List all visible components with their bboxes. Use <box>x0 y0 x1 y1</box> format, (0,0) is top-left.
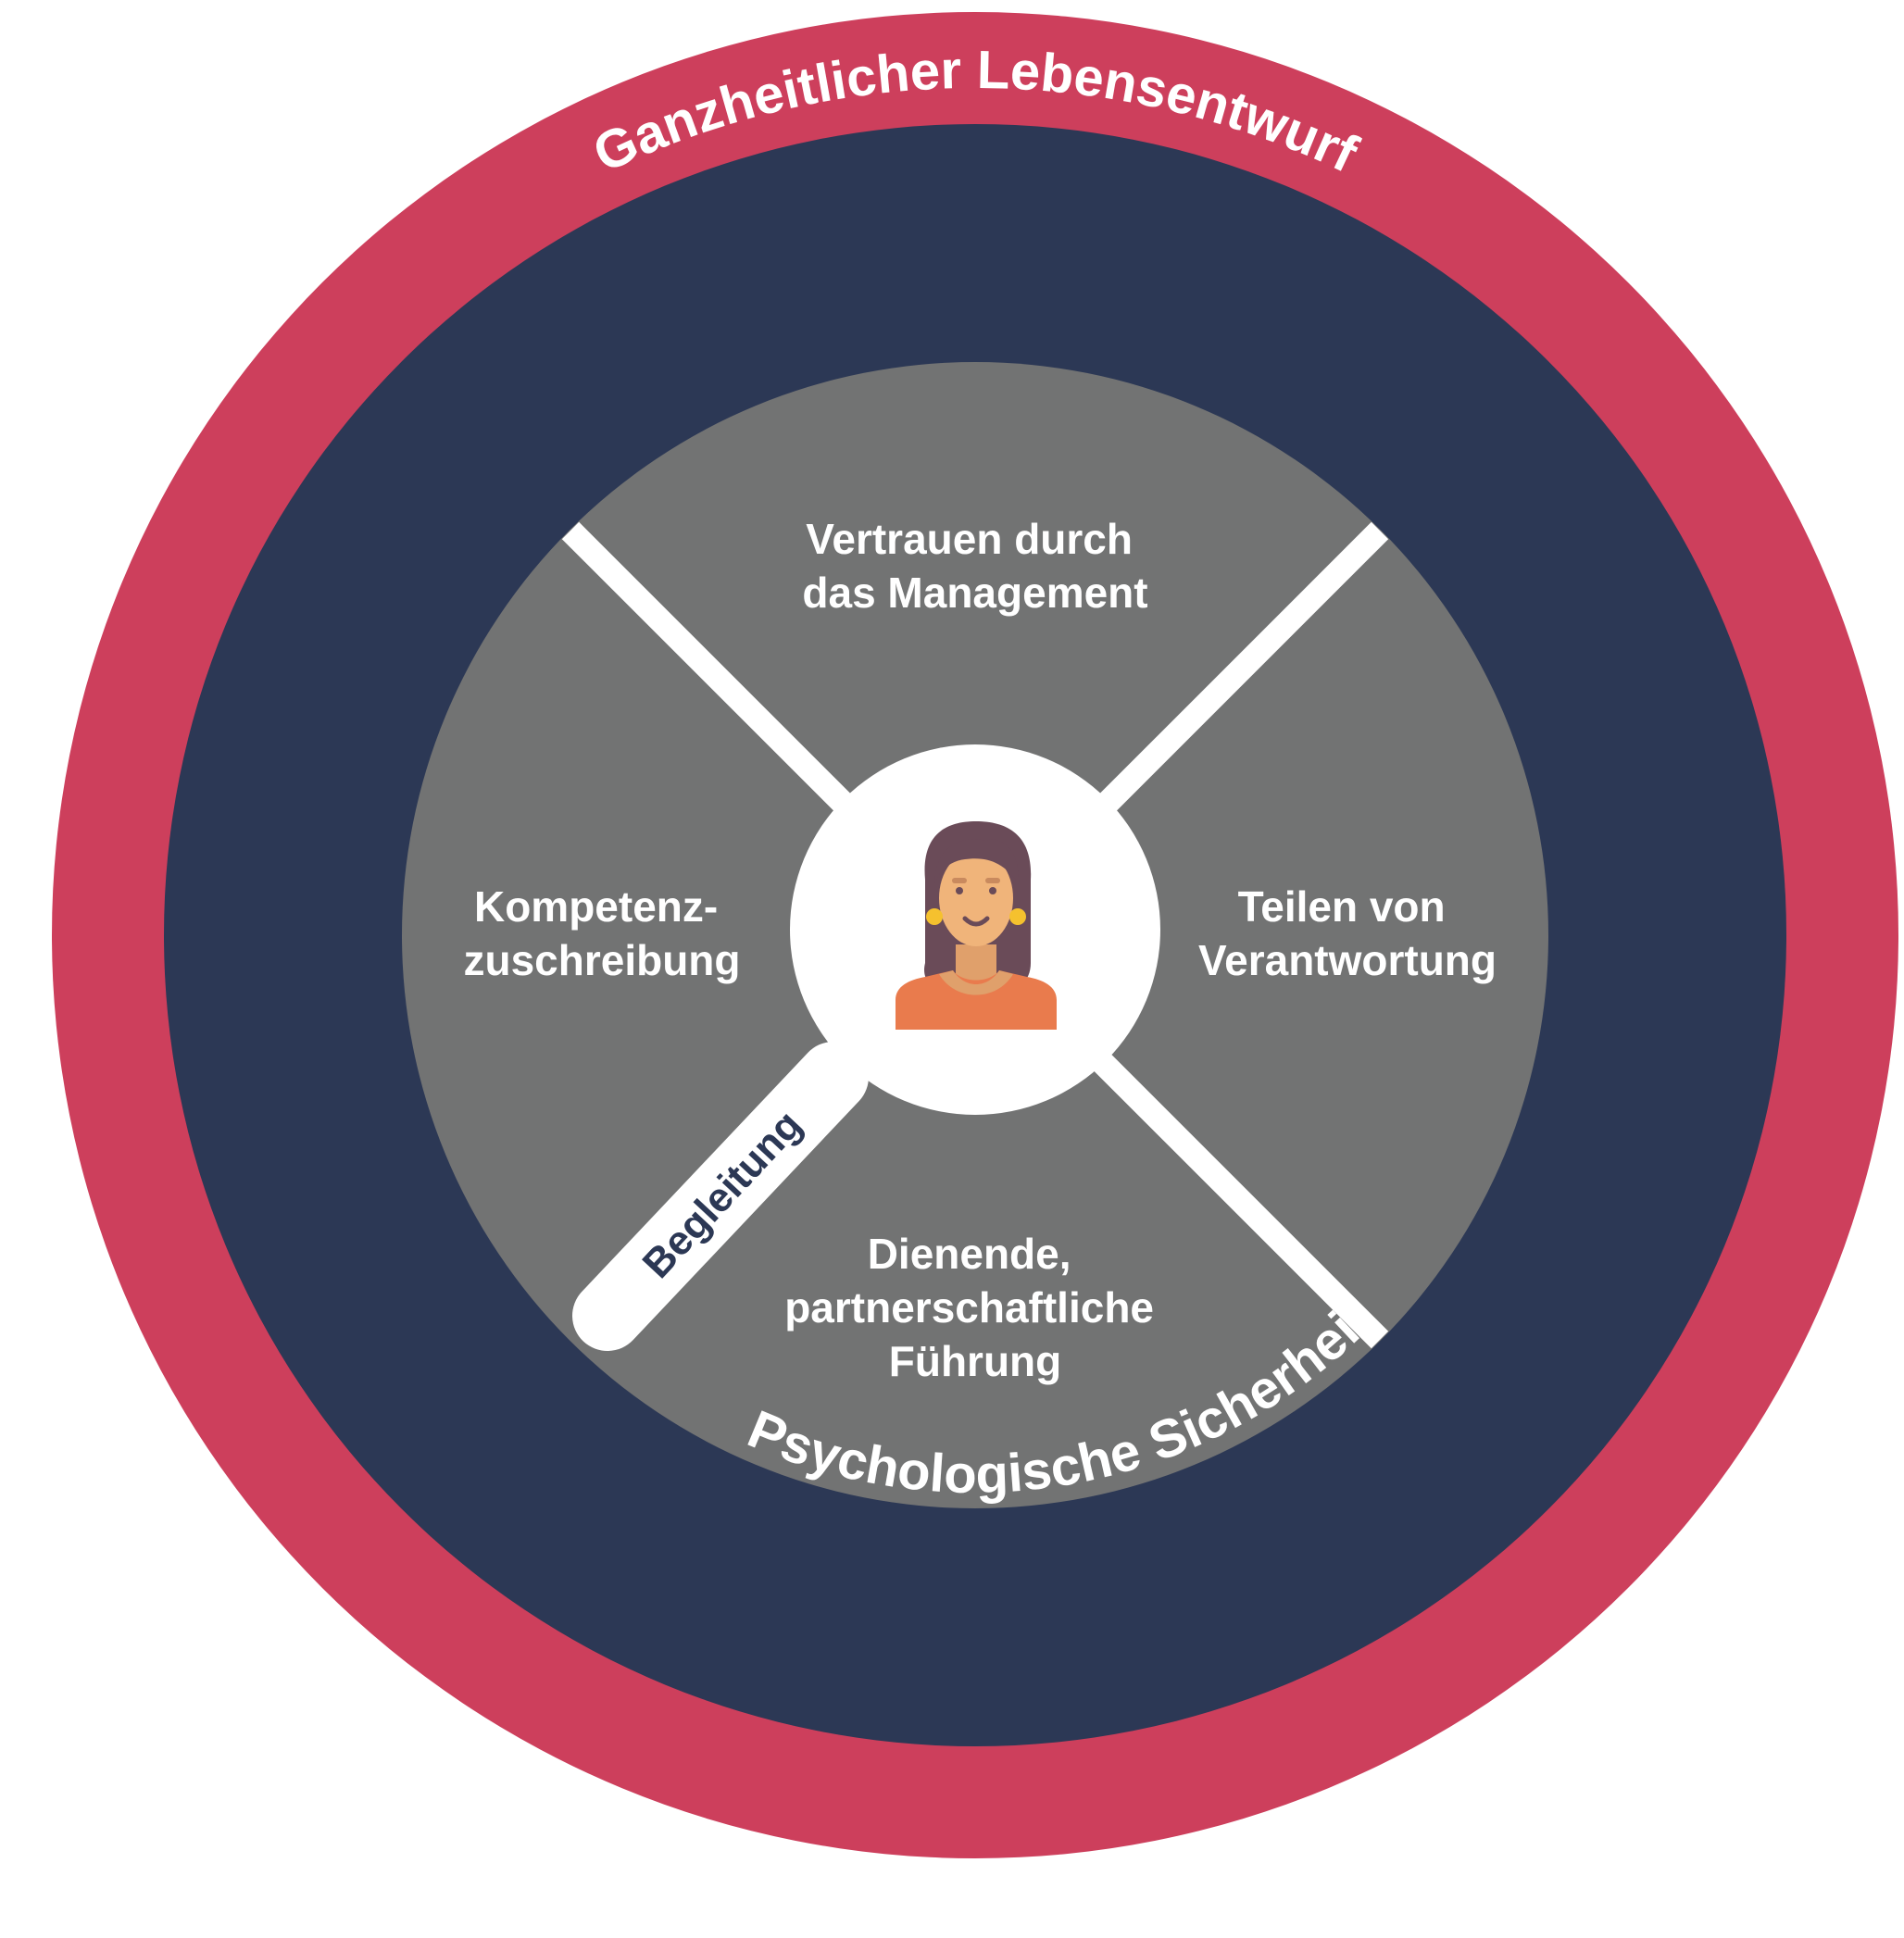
segment-label-bottom: Dienende, partnerschaftliche Führung <box>784 1230 1166 1385</box>
magnifier-handle <box>572 1042 869 1351</box>
segment-label-left: Kompetenz- zuschreibung <box>463 882 740 984</box>
segment-label-top: Vertrauen durch das Management <box>802 515 1147 617</box>
segment-dividers <box>561 521 1389 1349</box>
woman-avatar-icon <box>896 821 1057 1030</box>
divider-bottom-right <box>1084 1044 1389 1349</box>
segment-label-right: Teilen von Verantwortung <box>1198 882 1497 984</box>
divider-top-right <box>1084 521 1389 826</box>
divider-top-left <box>561 521 866 826</box>
